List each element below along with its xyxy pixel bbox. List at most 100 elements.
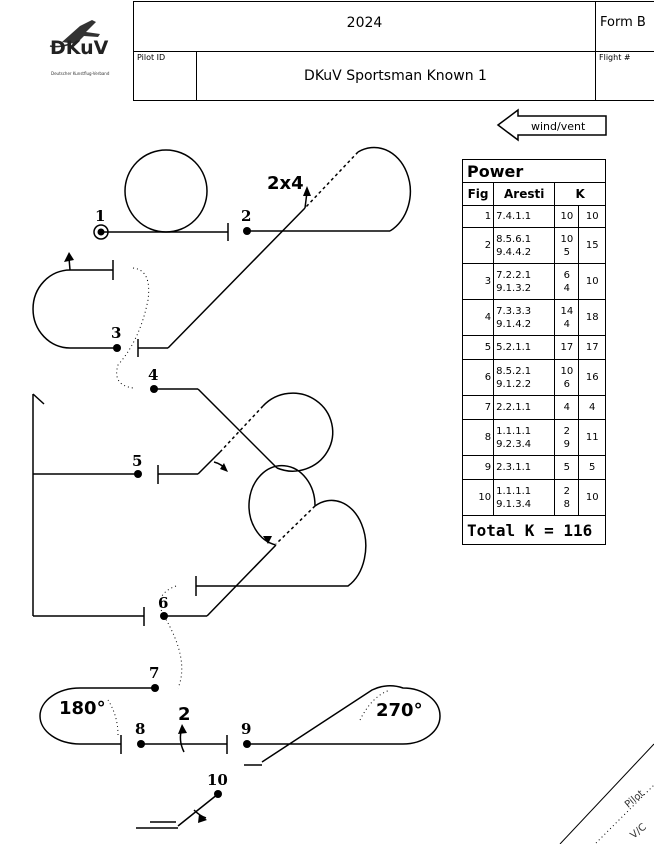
aresti-code: 8.5.2.1 xyxy=(496,365,532,377)
k-value: 10 xyxy=(560,211,574,222)
fig-cell: 8 xyxy=(461,419,495,456)
pilot-id-label: Pilot ID xyxy=(137,53,166,62)
aresti-code: 9.1.2.2 xyxy=(496,378,532,390)
aresti-code: 9.1.4.2 xyxy=(496,318,532,330)
k-value: 6 xyxy=(563,378,571,390)
table-title: Power xyxy=(462,159,606,183)
fig-label-7: 7 xyxy=(149,664,160,682)
logo-subtitle: Deutscher Kunstflug-Verband xyxy=(51,71,110,76)
aresti-code: 1.1.1.1 xyxy=(496,425,532,437)
airplane-logo-icon xyxy=(49,20,100,48)
fig-cell: 4 xyxy=(461,299,495,336)
fig-label-4: 4 xyxy=(148,366,159,384)
fig-cell: 9 xyxy=(461,455,495,480)
flight-number-label: Flight # xyxy=(599,53,631,62)
sequence-header: 2024 Form B Pilot ID Flight # DKuV Sport… xyxy=(133,1,654,101)
wind-label: wind/vent xyxy=(531,120,586,133)
aresti-code: 7.2.2.1 xyxy=(496,269,532,281)
aresti-code: 9.4.4.2 xyxy=(496,246,532,258)
k-value: 6 xyxy=(563,269,571,281)
k-value: 5 xyxy=(563,246,571,258)
aresti-code: 2.3.1.1 xyxy=(496,462,532,473)
logo-text: DKuV xyxy=(50,37,109,59)
roll-2x4-label: 2x4 xyxy=(267,173,304,194)
aresti-code: 9.1.3.4 xyxy=(496,498,532,510)
fig-cell: 7 xyxy=(461,395,495,420)
k-total-cell: 18 xyxy=(578,299,606,336)
aresti-code: 1.1.1.1 xyxy=(496,485,532,497)
fig-label-10: 10 xyxy=(207,771,228,789)
fig-label-6: 6 xyxy=(158,594,169,612)
aresti-code: 9.2.3.4 xyxy=(496,438,532,450)
k-value: 8 xyxy=(563,498,571,510)
fig-label-1: 1 xyxy=(95,207,106,225)
k-value: 4 xyxy=(563,402,571,413)
k-value: 17 xyxy=(560,342,574,353)
aresti-code: 2.2.1.1 xyxy=(496,402,532,413)
fig-label-3: 3 xyxy=(111,324,122,342)
roll-2-label: 2 xyxy=(178,704,191,725)
wind-arrow-icon xyxy=(496,108,607,142)
form-label: Form B xyxy=(600,15,646,30)
fig-label-9: 9 xyxy=(241,720,252,738)
k-total-cell: 16 xyxy=(578,359,606,396)
k-value: 4 xyxy=(563,282,571,294)
aresti-code: 9.1.3.2 xyxy=(496,282,532,294)
fig-label-8: 8 xyxy=(135,720,146,738)
turn-270-label: 270° xyxy=(376,700,423,721)
fig-label-2: 2 xyxy=(241,207,252,225)
k-value: 2 xyxy=(563,485,571,497)
turn-180-label: 180° xyxy=(59,698,106,719)
aresti-cell: 5.2.1.1 xyxy=(493,335,556,360)
k-cell: 17 xyxy=(554,335,580,360)
fig-label-5: 5 xyxy=(132,452,143,470)
year-label: 2024 xyxy=(346,15,383,31)
total-k: Total K = 116 xyxy=(462,515,606,545)
sequence-title: DKuV Sportsman Known 1 xyxy=(304,68,487,84)
fig-cell: 2 xyxy=(461,227,495,264)
aresti-code: 7.4.1.1 xyxy=(496,211,532,222)
k-total-cell: 15 xyxy=(578,227,606,264)
start-marker-icon xyxy=(93,224,109,240)
k-total-cell: 5 xyxy=(578,455,606,480)
aresti-code: 5.2.1.1 xyxy=(496,342,532,353)
aresti-code: 7.3.3.3 xyxy=(496,305,532,317)
fig1-loop xyxy=(124,149,208,233)
k-value: 5 xyxy=(563,462,571,473)
k-total-cell: 4 xyxy=(578,395,606,420)
k-value: 14 xyxy=(560,305,574,317)
aresti-code: 8.5.6.1 xyxy=(496,233,532,245)
k-value: 10 xyxy=(560,365,574,377)
k-total-cell: 10 xyxy=(578,263,606,300)
dkuv-logo xyxy=(40,14,120,84)
k-cell: 5 xyxy=(554,455,580,480)
k-value: 10 xyxy=(560,233,574,245)
k-value: 2 xyxy=(563,425,571,437)
k-total-cell: 10 xyxy=(578,479,606,516)
k-value: 9 xyxy=(563,438,571,450)
fig-cell: 10 xyxy=(461,479,495,516)
k-value: 4 xyxy=(563,318,571,330)
k-cell: 10 xyxy=(554,205,580,228)
fig-cell: 6 xyxy=(461,359,495,396)
